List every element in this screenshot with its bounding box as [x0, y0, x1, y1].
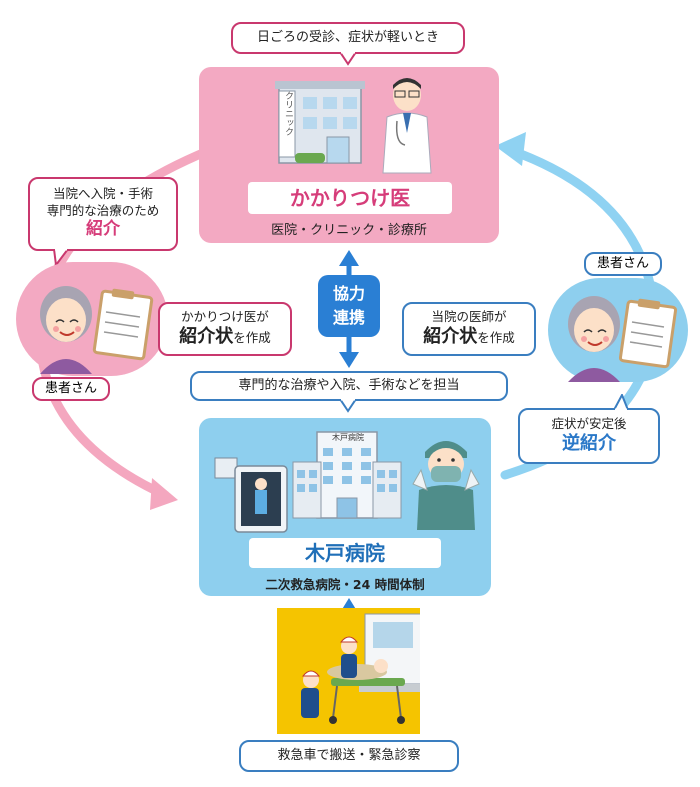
hospital-sign: 木戸病院 [332, 433, 364, 442]
right-patient-label-text: 患者さん [596, 256, 649, 271]
clinic-name: かかりつけ医 [289, 186, 411, 210]
right-letter-emphasis: 紹介状 [423, 326, 478, 347]
reverse-callout-tail [612, 394, 630, 410]
reverse-callout-emphasis: 逆紹介 [562, 433, 616, 454]
left-patient-illustration [40, 286, 154, 374]
blue-arrowhead [495, 132, 526, 166]
left-callout-line2: 専門的な治療のため [46, 203, 160, 218]
hospital-subtitle: 二次救急病院・24 時間体制 [265, 577, 425, 592]
cooperation-arrowhead-up [339, 250, 359, 266]
pink-arrowhead [150, 478, 178, 510]
hospital-name-box: 木戸病院 [249, 538, 441, 568]
ambulance-illustration [277, 608, 420, 734]
ambulance-arrowhead [341, 598, 357, 611]
right-patient-illustration [568, 296, 678, 382]
hospital-name: 木戸病院 [305, 541, 385, 565]
clinic-subtitle: 医院・クリニック・診療所 [271, 223, 427, 238]
right-letter-line1: 当院の医師が [431, 309, 507, 324]
ambulance-caption: 救急車で搬送・緊急診察 [277, 748, 421, 763]
cooperation-badge: 協力 連携 [318, 275, 380, 337]
clinic-name-box: かかりつけ医 [248, 182, 452, 214]
surgeon-illustration [412, 441, 480, 530]
hospital-callout-text: 専門的な治療や入院、手術などを担当 [238, 378, 460, 393]
hospital-panel: 木戸病院 木戸病院 二次救急病院・24 時間体制 [199, 418, 491, 596]
clinic-building-illustration [275, 81, 365, 164]
ambulance-caption-box: 救急車で搬送・緊急診察 [239, 740, 459, 772]
clinic-sign: クリニック [283, 91, 293, 136]
left-callout-emphasis: 紹介 [86, 219, 120, 239]
hospital-building-illustration [292, 431, 402, 519]
cooperation-line1: 協力 [332, 284, 365, 303]
reverse-callout-line1: 症状が安定後 [551, 416, 627, 431]
right-letter-suffix: を作成 [477, 330, 515, 345]
left-letter-line1: かかりつけ医が [181, 309, 269, 324]
left-patient-label: 患者さん [32, 377, 110, 401]
left-callout-tail [52, 249, 70, 267]
cooperation-arrowhead-down [339, 352, 359, 368]
left-letter-callout: かかりつけ医が 紹介状を作成 [158, 302, 292, 356]
xray-machine-illustration [214, 457, 288, 533]
clinic-panel: クリニック かかりつけ医 医院・クリニック・診療所 [199, 67, 499, 243]
left-letter-line2: 紹介状を作成 [160, 325, 290, 349]
left-letter-emphasis: 紹介状 [179, 326, 234, 347]
left-referral-callout: 当院へ入院・手術 専門的な治療のため 紹介 [28, 177, 178, 251]
top-callout: 日ごろの受診、症状が軽いとき [231, 22, 465, 54]
top-callout-text: 日ごろの受診、症状が軽いとき [256, 30, 439, 45]
cooperation-line2: 連携 [332, 308, 365, 327]
hospital-callout-tail [338, 399, 358, 413]
top-callout-tail [338, 52, 358, 66]
ambulance-scene [301, 613, 420, 724]
doctor-illustration [382, 78, 432, 174]
right-letter-line2: 紹介状を作成 [404, 325, 534, 349]
left-patient-label-text: 患者さん [44, 381, 97, 396]
left-callout-line1: 当院へ入院・手術 [52, 186, 153, 201]
left-letter-suffix: を作成 [233, 330, 271, 345]
right-letter-callout: 当院の医師が 紹介状を作成 [402, 302, 536, 356]
hospital-callout: 専門的な治療や入院、手術などを担当 [190, 371, 508, 401]
reverse-referral-callout: 症状が安定後 逆紹介 [518, 408, 660, 464]
right-patient-label: 患者さん [584, 252, 662, 276]
